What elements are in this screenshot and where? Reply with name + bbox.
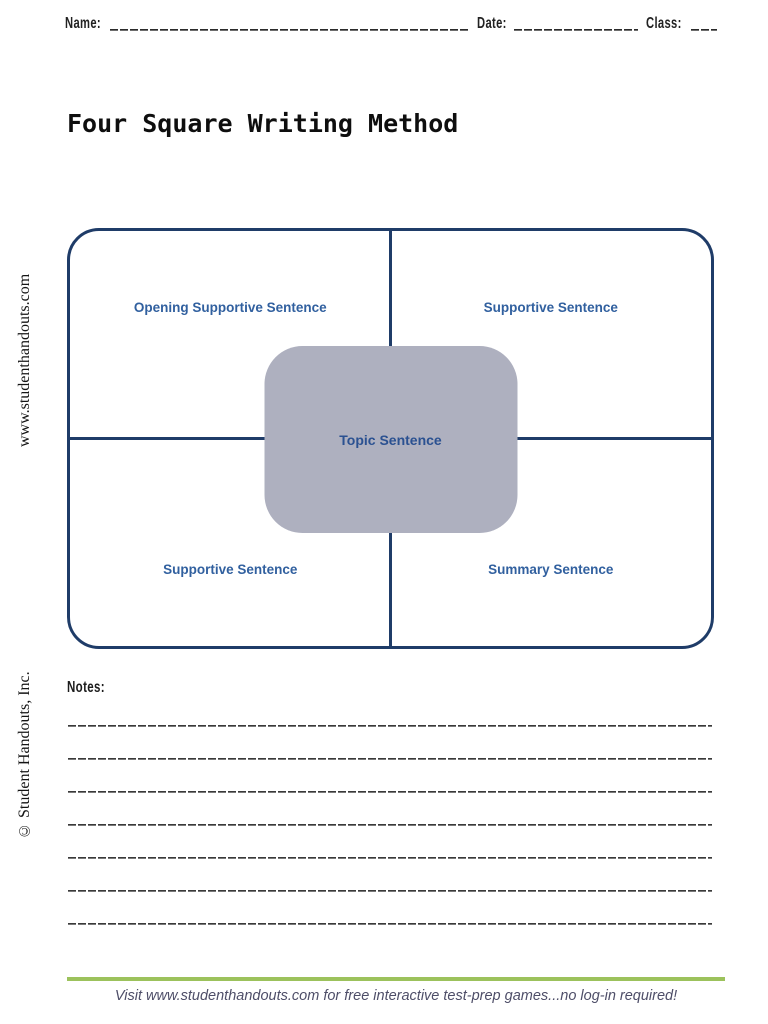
- notes-label: Notes:: [67, 679, 106, 696]
- date-label: Date:: [477, 15, 508, 32]
- quadrant-label-bottom-left: Supportive Sentence: [163, 562, 298, 577]
- quadrant-label-bottom-right: Summary Sentence: [488, 562, 614, 577]
- class-blank-line: [691, 28, 717, 31]
- notes-line: [68, 923, 712, 925]
- notes-line: [68, 725, 712, 727]
- notes-line: [68, 824, 712, 826]
- notes-line: [68, 890, 712, 892]
- header-row: Name: Date: Class:: [65, 16, 717, 32]
- website-vertical-text: www.studenthandouts.com: [16, 273, 33, 447]
- topic-sentence-label: Topic Sentence: [339, 431, 442, 448]
- footer-rule: [67, 977, 725, 981]
- topic-sentence-box: Topic Sentence: [264, 346, 517, 533]
- notes-lines-area: [68, 725, 712, 956]
- notes-line: [68, 857, 712, 859]
- date-blank-line: [513, 28, 638, 31]
- quadrant-label-top-left: Opening Supportive Sentence: [133, 300, 327, 315]
- four-square-diagram: Opening Supportive Sentence Supportive S…: [67, 228, 714, 649]
- notes-line: [68, 791, 712, 793]
- footer-text: Visit www.studenthandouts.com for free i…: [114, 988, 678, 1004]
- page-title: Four Square Writing Method: [67, 109, 459, 138]
- name-blank-line: [110, 28, 470, 31]
- class-label: Class:: [645, 15, 682, 32]
- copyright-vertical-text: © Student Handouts, Inc.: [16, 671, 33, 839]
- notes-line: [68, 758, 712, 760]
- quadrant-label-top-right: Supportive Sentence: [483, 300, 618, 315]
- name-label: Name:: [65, 15, 101, 32]
